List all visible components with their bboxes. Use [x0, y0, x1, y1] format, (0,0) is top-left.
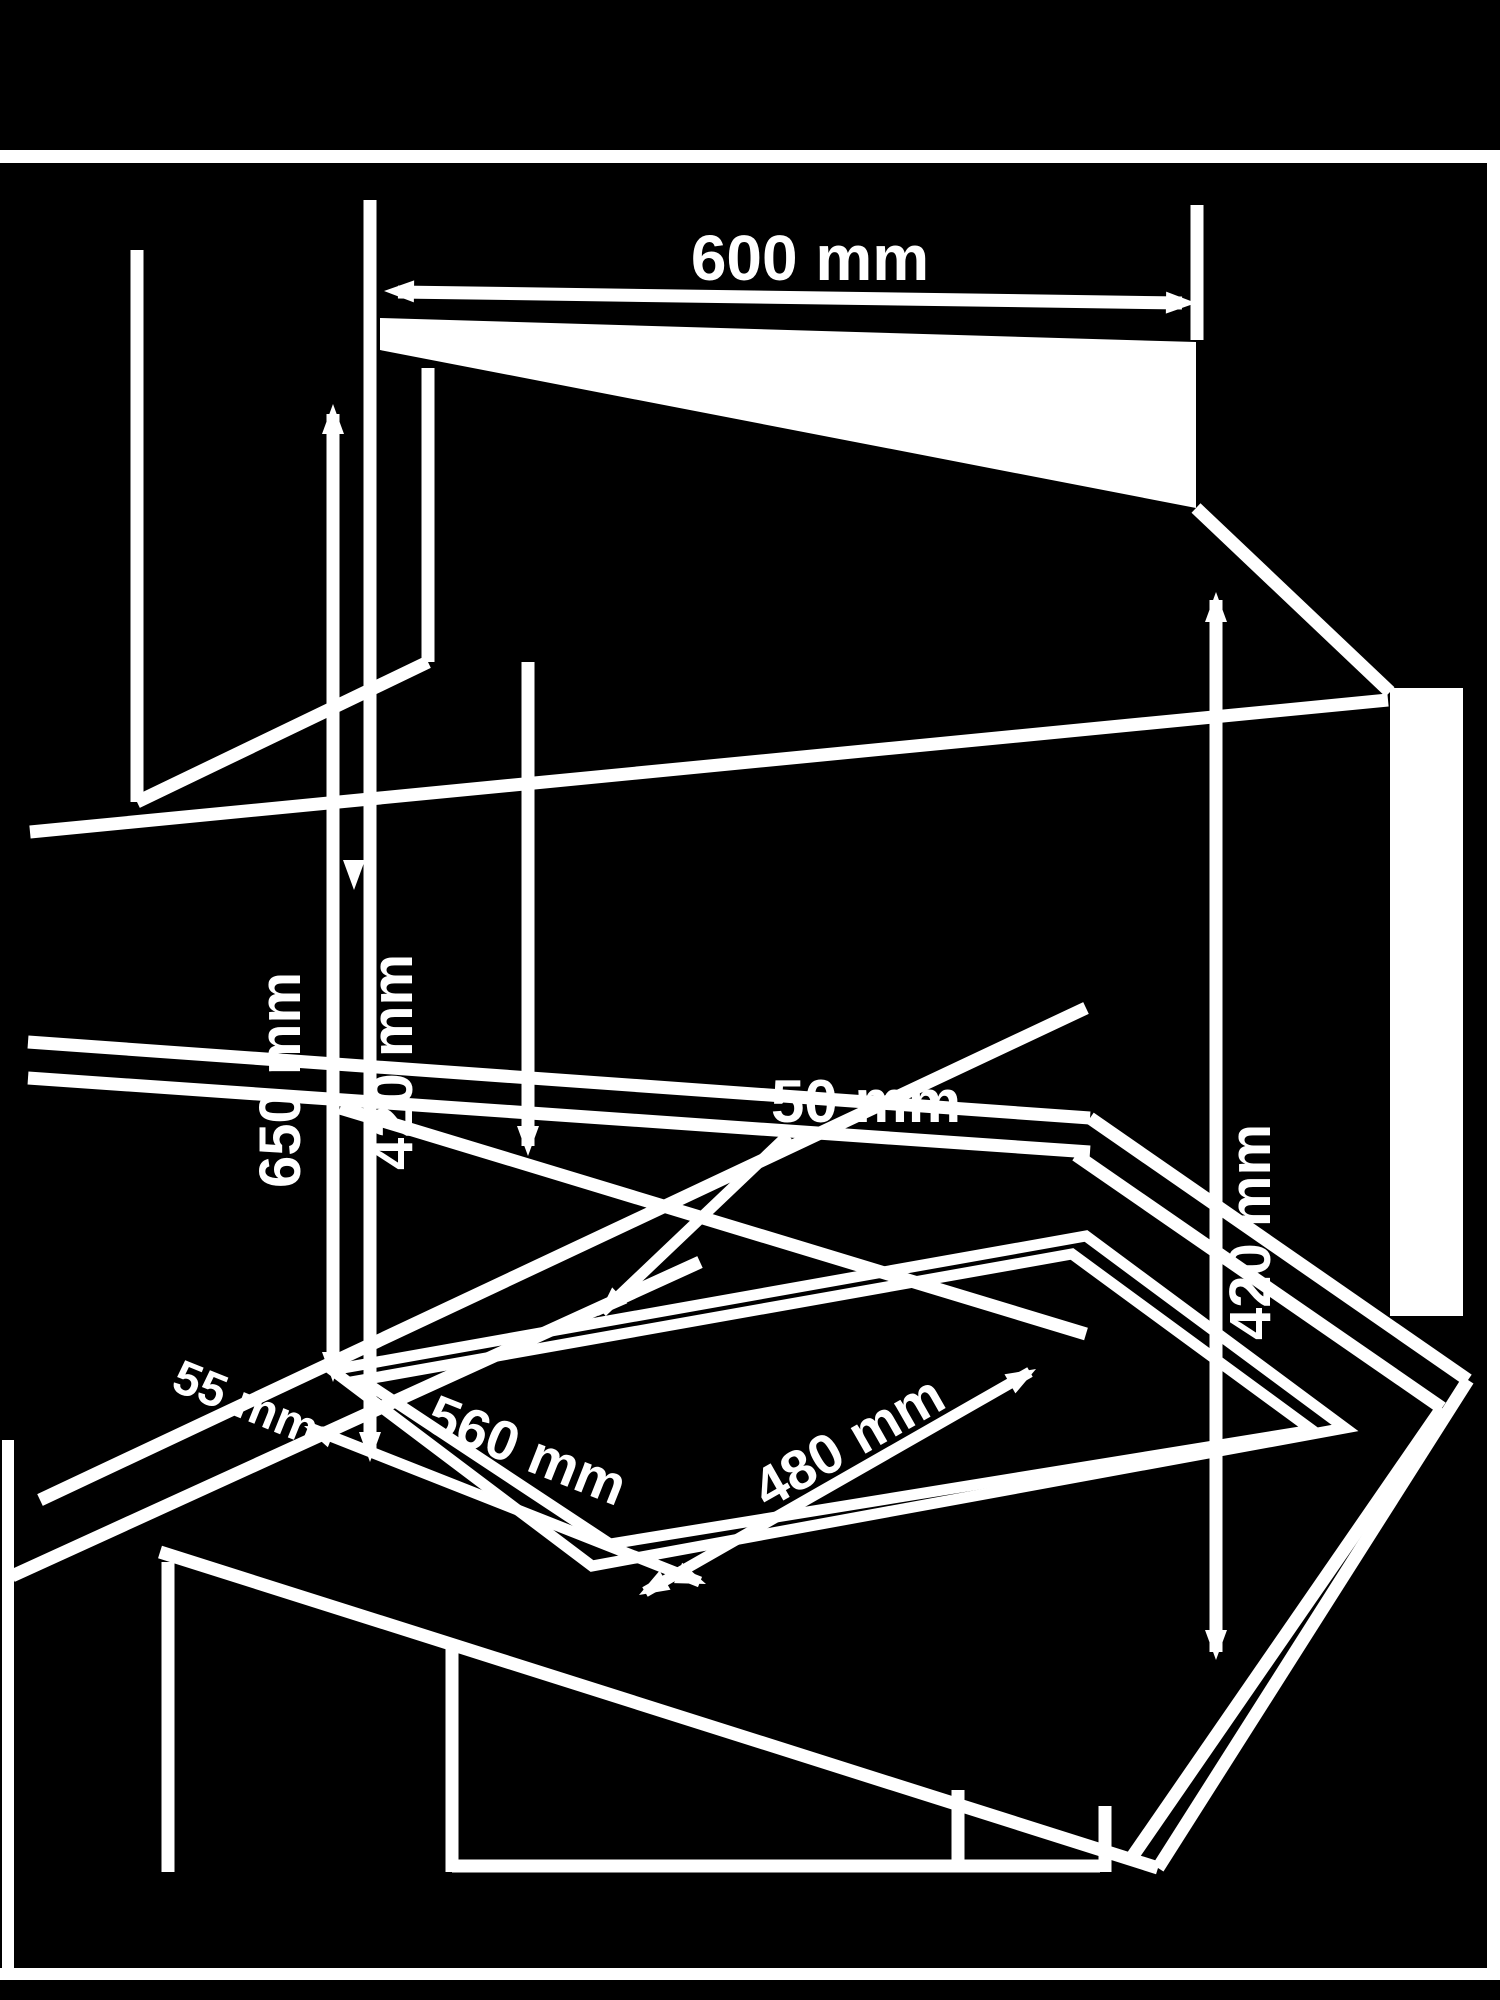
- arrowhead: [1205, 1630, 1227, 1660]
- page-border-bottom: [0, 1968, 1500, 1980]
- dim-front-edge-label: 55 mm: [165, 1351, 326, 1457]
- dim-hood-clearance-label: 650 mm: [248, 972, 313, 1188]
- arrowhead: [304, 1426, 336, 1448]
- dim-line-worktop-height: [517, 662, 539, 1156]
- wall-junction-line: [29, 693, 1389, 839]
- arrowhead: [639, 1570, 671, 1595]
- dim-line-left-cabinet-clearance: [343, 200, 381, 1462]
- arrowhead: [598, 1287, 628, 1316]
- worktop-outline: [9, 1002, 1474, 1875]
- page-border-top: [0, 150, 1500, 163]
- arrowhead: [384, 280, 415, 303]
- arrowhead: [517, 1126, 539, 1156]
- dim-line-cutout-depth: [639, 1367, 1036, 1597]
- arrowhead: [1004, 1369, 1036, 1394]
- dim-right-cabinet-clearance-label: 420 mm: [1218, 1124, 1283, 1340]
- hood-panel: [380, 318, 1196, 508]
- dim-left-cabinet-clearance-label: 420 mm: [360, 954, 425, 1170]
- dim-top-width-label: 600 mm: [691, 222, 929, 294]
- arrowhead: [343, 860, 365, 890]
- right-wall-unit: [1390, 688, 1463, 1316]
- hood-to-wall-line: [1191, 503, 1395, 697]
- arrowhead: [1165, 291, 1196, 314]
- dim-rear-gap-label: 50 mm: [771, 1068, 961, 1135]
- base-cabinet-lines: [161, 1562, 1112, 1872]
- dim-line-top-width: [384, 205, 1204, 340]
- upper-cabinet-left: [130, 250, 435, 808]
- page-border-left: [2, 1440, 14, 1968]
- dim-line-right-cabinet-clearance: [1205, 592, 1227, 1660]
- page-border-right: [1487, 150, 1500, 1980]
- arrowhead: [1205, 592, 1227, 622]
- rear-gap-leader: [598, 1131, 792, 1316]
- dim-line-hood-clearance: [322, 404, 344, 1382]
- dim-cutout-width-label: 560 mm: [419, 1382, 636, 1517]
- arrowhead: [322, 404, 344, 434]
